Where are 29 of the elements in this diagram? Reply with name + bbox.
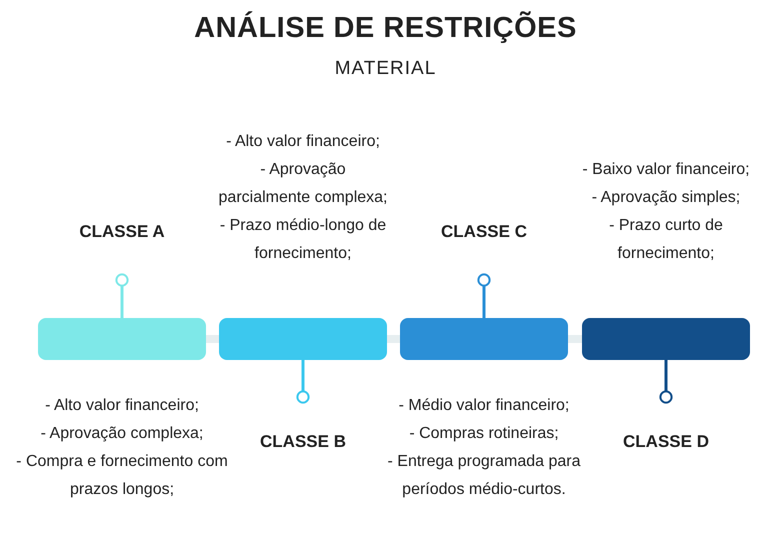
timeline-bar bbox=[582, 318, 750, 360]
description-text: - Entrega programada para períodos médio-curtos. bbox=[386, 452, 582, 500]
class-label: CLASSE D bbox=[596, 430, 736, 454]
description-text: - Médio valor financeiro; bbox=[398, 396, 570, 416]
timeline-bar bbox=[219, 318, 387, 360]
description-text: - Prazo curto de fornecimento; bbox=[608, 216, 724, 264]
pin-connector bbox=[659, 360, 673, 404]
subtitle: MATERIAL bbox=[334, 57, 438, 81]
title: ANÁLISE DE RESTRIÇÕES bbox=[193, 10, 578, 46]
description-text: - Alto valor financeiro; bbox=[44, 396, 200, 416]
connector-line bbox=[206, 335, 219, 343]
description-text: - Alto valor financeiro; bbox=[225, 132, 381, 152]
connector-line bbox=[568, 335, 582, 343]
class-label: CLASSE B bbox=[233, 430, 373, 454]
description-text: - Aprovação simples; bbox=[590, 188, 742, 208]
pin-connector bbox=[477, 273, 491, 318]
timeline-bar bbox=[400, 318, 568, 360]
description-text: - Compra e fornecimento com prazos longos; bbox=[15, 452, 229, 500]
class-label: CLASSE C bbox=[414, 220, 554, 244]
description-text: - Aprovação complexa; bbox=[40, 424, 204, 444]
connector-line bbox=[387, 335, 400, 343]
description-text: - Baixo valor financeiro; bbox=[581, 160, 751, 180]
class-label: CLASSE A bbox=[52, 220, 192, 244]
pin-connector bbox=[296, 360, 310, 404]
description-text: - Prazo médio-longo de fornecimento; bbox=[218, 216, 388, 264]
pin-connector bbox=[115, 273, 129, 318]
description-text: - Compras rotineiras; bbox=[408, 424, 560, 444]
timeline-bar bbox=[38, 318, 206, 360]
description-text: - Aprovação parcialmente complexa; bbox=[218, 160, 388, 208]
